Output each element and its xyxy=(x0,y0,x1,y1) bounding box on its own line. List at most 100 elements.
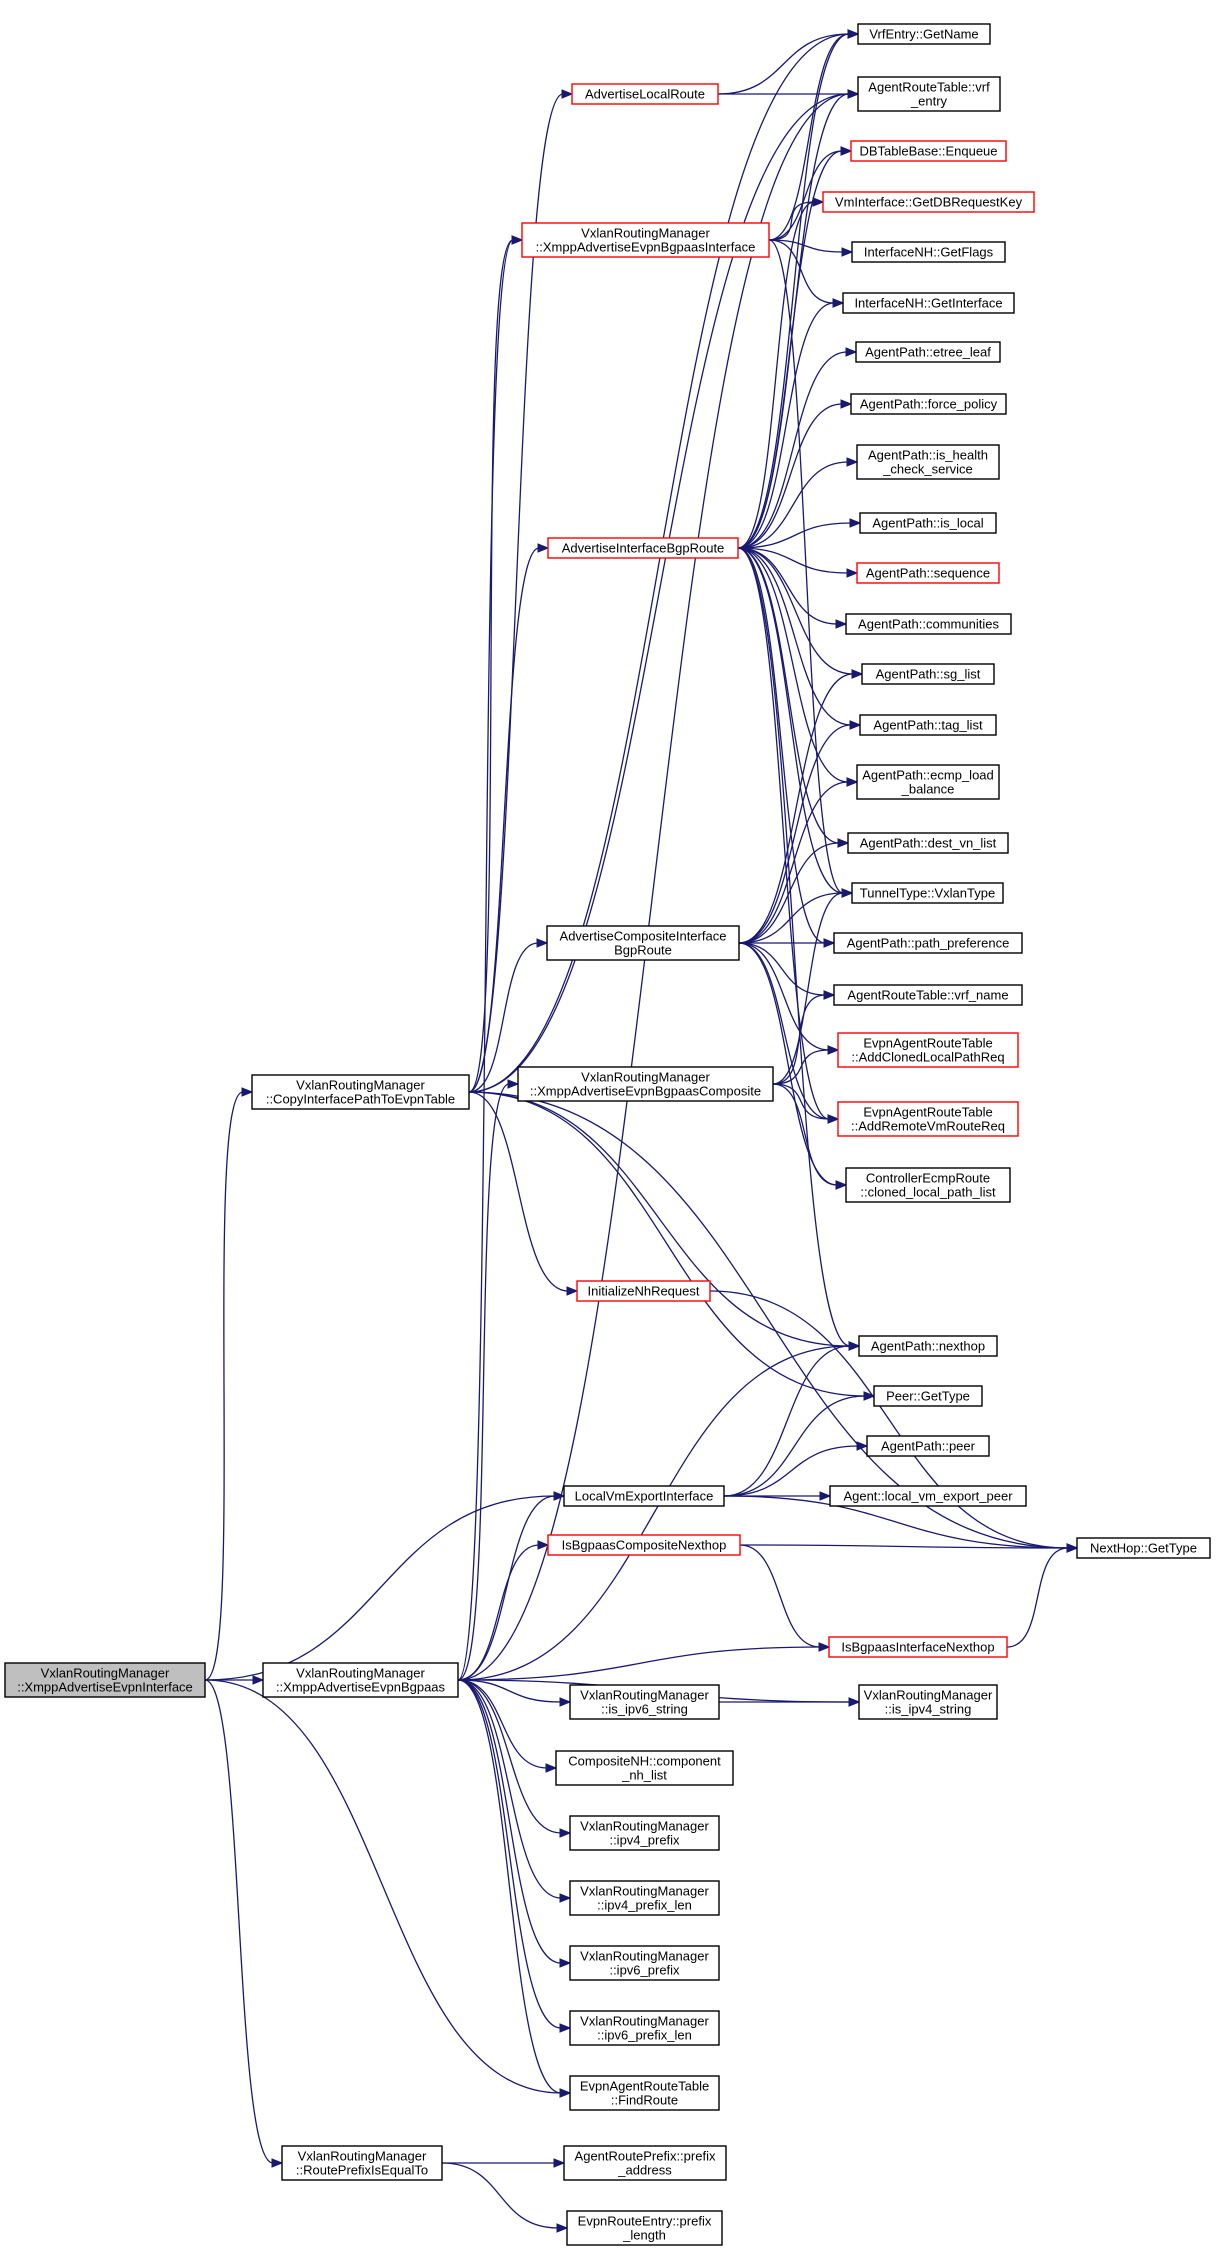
node-isbgpintf[interactable]: IsBgpaasInterfaceNexthop xyxy=(828,1636,1008,1658)
edge-line xyxy=(204,1679,274,2164)
node-label: AgentPath::peer xyxy=(881,1439,976,1454)
edge-root-to-findroute xyxy=(204,1679,572,2098)
node-compnh[interactable]: CompositeNH::component_nh_list xyxy=(555,1750,734,1786)
node-box xyxy=(861,663,995,685)
edge-advintfbgp-to-force xyxy=(737,399,853,549)
node-vrfname[interactable]: VrfEntry::GetName xyxy=(857,23,991,45)
node-label: VxlanRoutingManager xyxy=(580,2014,709,2029)
node-label: _balance xyxy=(901,782,955,797)
edge-line xyxy=(468,1091,866,1397)
node-localvmpeer[interactable]: Agent::local_vm_export_peer xyxy=(829,1485,1027,1507)
edge-line xyxy=(738,942,826,996)
node-ipv4pfx[interactable]: VxlanRoutingManager::ipv4_prefix xyxy=(569,1815,720,1851)
node-destvn[interactable]: AgentPath::dest_vn_list xyxy=(847,832,1009,854)
node-artvrf[interactable]: AgentRouteTable::vrf_entry xyxy=(857,76,1001,112)
node-addremote[interactable]: EvpnAgentRouteTable::AddRemoteVmRouteReq xyxy=(837,1101,1019,1137)
node-communities[interactable]: AgentPath::communities xyxy=(845,613,1012,635)
edge-arrowhead xyxy=(1066,1543,1079,1553)
node-taglist[interactable]: AgentPath::tag_list xyxy=(859,714,997,736)
node-box xyxy=(547,1534,741,1556)
node-label: _check_service xyxy=(882,462,973,477)
node-addcloned[interactable]: EvpnAgentRouteTable::AddClonedLocalPathR… xyxy=(837,1032,1019,1068)
node-ecmp[interactable]: AgentPath::ecmp_load_balance xyxy=(856,764,1000,800)
node-pfxaddr[interactable]: AgentRoutePrefix::prefix_address xyxy=(563,2145,727,2181)
node-peertype[interactable]: Peer::GetType xyxy=(873,1385,983,1407)
edge-arrowhead xyxy=(856,1441,869,1451)
node-etree[interactable]: AgentPath::etree_leaf xyxy=(855,341,1001,363)
node-islocal[interactable]: AgentPath::is_local xyxy=(859,512,997,534)
edge-line xyxy=(738,942,830,1120)
node-findroute[interactable]: EvpnAgentRouteTable::FindRoute xyxy=(569,2075,720,2111)
edge-arrowhead xyxy=(841,888,854,898)
node-ipv4len[interactable]: VxlanRoutingManager::ipv4_prefix_len xyxy=(569,1880,720,1916)
node-label: EvpnAgentRouteTable xyxy=(580,2079,709,2094)
node-artvrfname[interactable]: AgentRouteTable::vrf_name xyxy=(833,984,1023,1006)
edge-xadvbgpaas-to-artvrf xyxy=(457,89,860,1681)
node-box xyxy=(845,613,1012,635)
edge-line xyxy=(441,2162,559,2229)
edge-arrowhead xyxy=(846,457,859,467)
node-localvm[interactable]: LocalVmExportInterface xyxy=(563,1485,725,1507)
node-xadvintf[interactable]: VxlanRoutingManager::XmppAdvertiseEvpnBg… xyxy=(521,222,770,258)
edge-line xyxy=(738,892,844,944)
node-advlocal[interactable]: AdvertiseLocalRoute xyxy=(571,83,719,105)
node-label: ::XmppAdvertiseEvpnInterface xyxy=(17,1680,193,1695)
edge-arrowhead xyxy=(847,29,860,39)
node-routeprefix[interactable]: VxlanRoutingManager::RoutePrefixIsEqualT… xyxy=(281,2145,443,2181)
edge-line xyxy=(457,1083,510,1681)
edge-arrowhead xyxy=(271,2158,284,2168)
node-label: TunnelType::VxlanType xyxy=(860,886,995,901)
node-label: ::XmppAdvertiseEvpnBgpaasInterface xyxy=(536,240,756,255)
edge-arrowhead xyxy=(812,197,825,207)
node-xadvcomp[interactable]: VxlanRoutingManager::XmppAdvertiseEvpnBg… xyxy=(517,1066,774,1102)
node-ipv6len[interactable]: VxlanRoutingManager::ipv6_prefix_len xyxy=(569,2010,720,2046)
edge-arrowhead xyxy=(559,1958,572,1968)
node-label: AgentRouteTable::vrf xyxy=(868,80,990,95)
node-health[interactable]: AgentPath::is_health_check_service xyxy=(856,444,1000,480)
node-isbgpcomp[interactable]: IsBgpaasCompositeNexthop xyxy=(547,1534,741,1556)
edge-xadvintf-to-getflags xyxy=(768,239,854,257)
node-box xyxy=(569,2075,720,2111)
node-label: AdvertiseInterfaceBgpRoute xyxy=(562,541,725,556)
edge-line xyxy=(468,239,514,1093)
node-root[interactable]: VxlanRoutingManager::XmppAdvertiseEvpnIn… xyxy=(4,1662,206,1698)
node-sglist[interactable]: AgentPath::sg_list xyxy=(861,663,995,685)
edge-line xyxy=(737,403,843,549)
node-enqueue[interactable]: DBTableBase::Enqueue xyxy=(850,140,1007,162)
node-pfxlen[interactable]: EvpnRouteEntry::prefix_length xyxy=(566,2210,723,2246)
node-advintfbgp[interactable]: AdvertiseInterfaceBgpRoute xyxy=(547,537,739,559)
node-nhtype[interactable]: NextHop::GetType xyxy=(1076,1537,1211,1559)
node-initnh[interactable]: InitializeNhRequest xyxy=(576,1280,711,1302)
node-label: ::XmppAdvertiseEvpnBgpaas xyxy=(276,1680,446,1695)
edge-line xyxy=(737,547,852,726)
node-box xyxy=(833,932,1023,954)
node-agentpeer[interactable]: AgentPath::peer xyxy=(866,1435,990,1457)
node-label: Peer::GetType xyxy=(886,1389,970,1404)
edge-line xyxy=(457,1679,562,1899)
edge-routeprefix-to-pfxaddr xyxy=(441,2158,566,2168)
node-isipv6[interactable]: VxlanRoutingManager::is_ipv6_string xyxy=(569,1684,720,1720)
edge-line xyxy=(204,1091,244,1681)
node-getintf[interactable]: InterfaceNH::GetInterface xyxy=(842,292,1015,314)
node-copyintf[interactable]: VxlanRoutingManager::CopyInterfacePathTo… xyxy=(251,1074,470,1110)
node-label: Agent::local_vm_export_peer xyxy=(843,1489,1013,1504)
node-label: AgentPath::is_health xyxy=(868,448,988,463)
edge-arrowhead xyxy=(847,89,860,99)
node-dbreq[interactable]: VmInterface::GetDBRequestKey xyxy=(822,191,1035,213)
node-isipv4[interactable]: VxlanRoutingManager::is_ipv4_string xyxy=(858,1684,998,1720)
node-nexthop[interactable]: AgentPath::nexthop xyxy=(858,1335,998,1357)
node-pathpref[interactable]: AgentPath::path_preference xyxy=(833,932,1023,954)
node-clonedlist[interactable]: ControllerEcmpRoute::cloned_local_path_l… xyxy=(845,1167,1011,1203)
node-getflags[interactable]: InterfaceNH::GetFlags xyxy=(851,241,1006,263)
node-sequence[interactable]: AgentPath::sequence xyxy=(856,562,1000,584)
node-box xyxy=(857,23,991,45)
node-xadvbgpaas[interactable]: VxlanRoutingManager::XmppAdvertiseEvpnBg… xyxy=(262,1662,459,1698)
node-ipv6pfx[interactable]: VxlanRoutingManager::ipv6_prefix xyxy=(569,1945,720,1981)
edge-arrowhead xyxy=(835,1180,848,1190)
edge-line xyxy=(737,547,840,844)
node-vxlantype[interactable]: TunnelType::VxlanType xyxy=(851,882,1004,904)
node-force[interactable]: AgentPath::force_policy xyxy=(850,393,1007,415)
edge-line xyxy=(737,547,849,574)
edge-advcomp-to-sglist xyxy=(738,669,864,944)
